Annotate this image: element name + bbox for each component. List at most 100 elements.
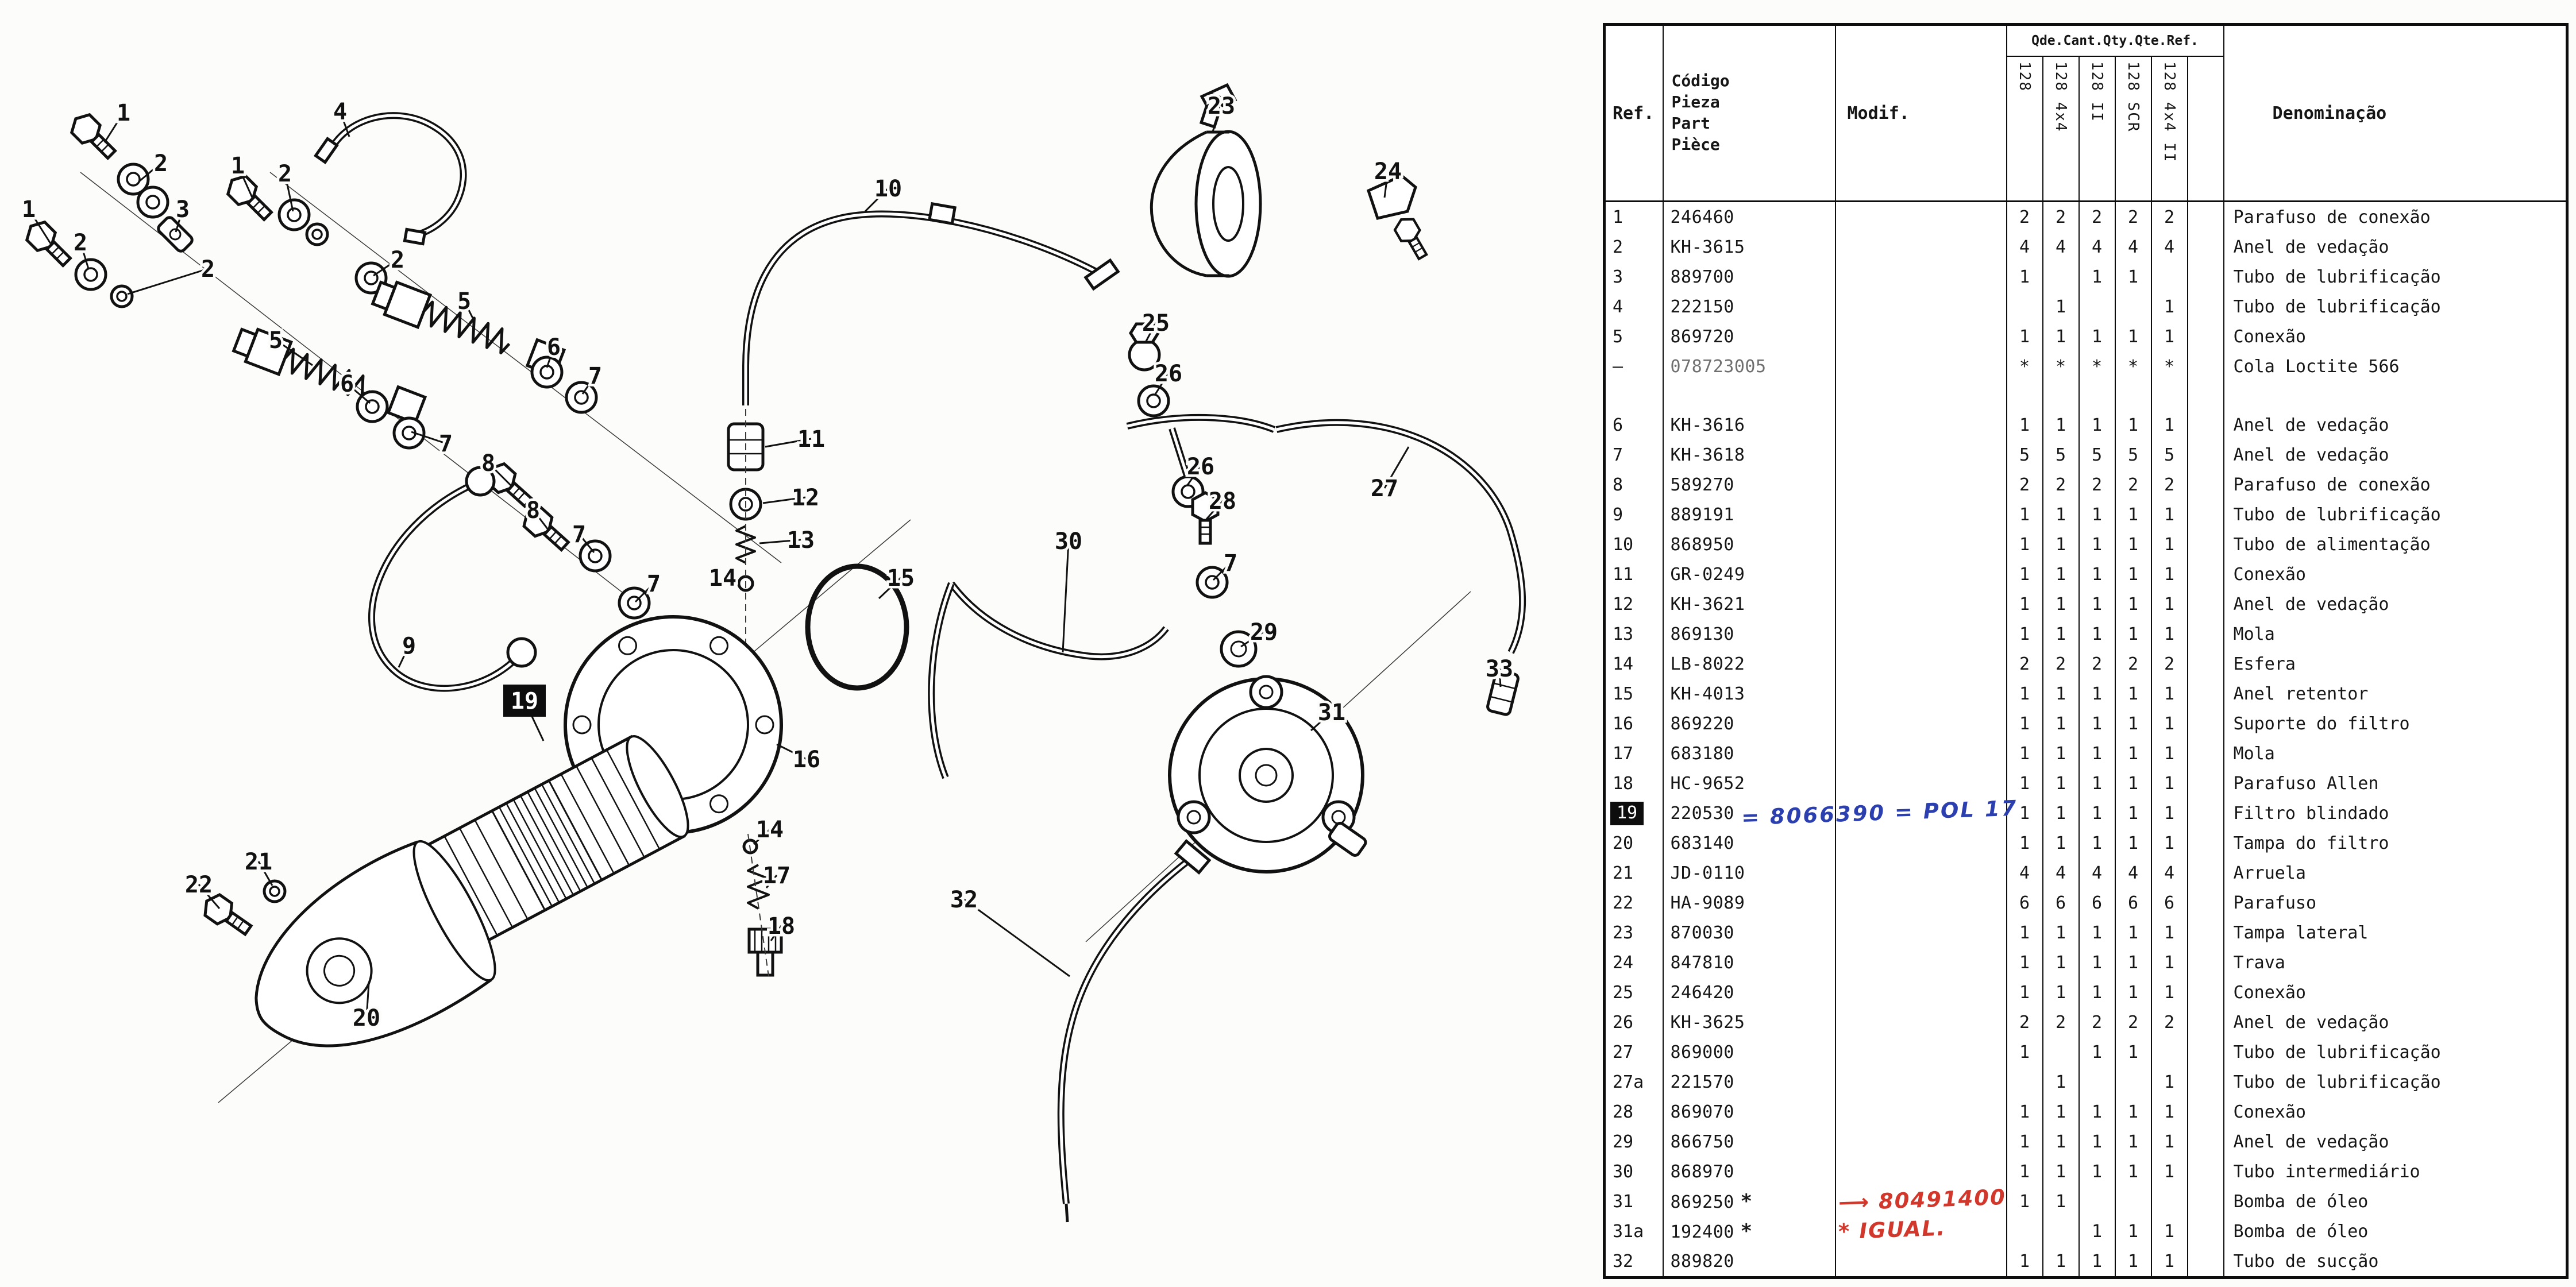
callout-number: 7: [439, 431, 453, 457]
qty-cell: 2: [2006, 649, 2043, 679]
qty-cell: 1: [2115, 322, 2152, 351]
ref-cell: 24: [1604, 948, 1664, 977]
callout-number: 22: [185, 872, 213, 898]
qty-cell: 1: [2078, 918, 2116, 948]
modif-cell: [1835, 1246, 2007, 1278]
ref-cell: 25: [1604, 977, 1664, 1007]
qty-cell: 1: [2078, 1097, 2116, 1127]
callout-number: 7: [647, 571, 661, 597]
qty-cell: 2: [2078, 1007, 2116, 1037]
col-header-codigo-line: Código: [1671, 71, 1730, 91]
qty-cell: [2187, 918, 2224, 948]
part-code: KH-3621: [1670, 594, 1745, 614]
part-code-cell: KH-3615: [1663, 232, 1836, 262]
qty-cell: [2187, 530, 2224, 559]
modif-cell: [1835, 768, 2007, 798]
denomination-cell: Bomba de óleo: [2223, 1216, 2568, 1246]
qty-cell: 1: [2006, 948, 2043, 977]
parts-list: Ref. Código Pieza Part Pièce Modif. Qde.…: [1603, 23, 2569, 1279]
callout-leader-line: [864, 187, 889, 212]
denomination-cell: Anel de vedação: [2223, 1127, 2568, 1157]
modif-cell: [1835, 858, 2007, 888]
part-code-cell: 222150: [1663, 292, 1836, 322]
ref-cell: 10: [1604, 530, 1664, 559]
qty-cell: 1: [2078, 1216, 2116, 1246]
denomination-cell: Anel de vedação: [2223, 440, 2568, 470]
ref-cell: 32: [1604, 1246, 1664, 1278]
qty-cell: 1: [2115, 500, 2152, 530]
qty-cell: [2187, 440, 2224, 470]
qty-cell: 1: [2078, 828, 2116, 858]
qty-cell: 1: [2042, 948, 2080, 977]
part-code-cell: 866750: [1663, 1127, 1836, 1157]
callout-leader-line: [346, 382, 371, 404]
spacer-row: [1604, 381, 2568, 410]
callout-number: 2: [278, 161, 292, 187]
part-code: 078723005: [1670, 356, 1767, 377]
qty-cell: 1: [2006, 709, 2043, 739]
col-header-model-empty: [2187, 56, 2224, 202]
part-code-cell: 220530: [1663, 798, 1836, 828]
qty-cell: 4: [2115, 858, 2152, 888]
handwritten-note: ⟶ 80491400: [1837, 1184, 2007, 1216]
ref-cell: 8: [1604, 470, 1664, 500]
col-header-model-128-4x4: 128 4x4: [2042, 56, 2080, 202]
callout-number: 19: [511, 688, 538, 714]
callout-leader-line: [257, 861, 273, 886]
modif-cell: [1835, 1067, 2007, 1097]
part-code: 869130: [1670, 624, 1734, 644]
part-code: HC-9652: [1670, 773, 1745, 794]
callout-number: 6: [547, 334, 561, 361]
qty-cell: [2187, 1067, 2224, 1097]
denomination-cell: Anel de vedação: [2223, 232, 2568, 262]
modif-cell: [1835, 500, 2007, 530]
qty-cell: [2187, 1216, 2224, 1246]
qty-cell: 1: [2151, 559, 2188, 589]
denomination-cell: [2223, 381, 2568, 410]
modif-cell: ⟶ 80491400: [1835, 1184, 2007, 1216]
qty-cell: 1: [2078, 1127, 2116, 1157]
qty-cell: 1: [2151, 977, 2188, 1007]
qty-cell: [2187, 888, 2224, 918]
qty-cell: 1: [2151, 798, 2188, 828]
callout-leader-line: [1498, 668, 1502, 687]
handwritten-note: * IGUAL.: [1837, 1215, 1946, 1245]
qty-cell: 1: [2042, 410, 2080, 440]
callout-number: 15: [887, 565, 915, 592]
qty-cell: [2187, 1157, 2224, 1186]
part-code: HA-9089: [1670, 892, 1745, 913]
callout-number: 5: [457, 288, 471, 315]
part-code: 869220: [1670, 713, 1734, 734]
part-code: JD-0110: [1670, 863, 1745, 883]
qty-cell: [2187, 500, 2224, 530]
qty-cell: 1: [2151, 530, 2188, 559]
part-code: 869000: [1670, 1042, 1734, 1062]
modif-cell: [1835, 201, 2007, 232]
qty-cell: [2187, 739, 2224, 768]
modif-cell: [1835, 232, 2007, 262]
qty-cell: [2006, 292, 2043, 322]
modif-cell: [1835, 888, 2007, 918]
parts-table: Ref. Código Pieza Part Pièce Modif. Qde.…: [1603, 23, 2569, 1279]
callout-leader-line: [765, 438, 812, 448]
col-header-model-128-ii: 128 II: [2078, 56, 2116, 202]
qty-cell: 1: [2042, 828, 2080, 858]
callout-leader-line: [1240, 631, 1264, 648]
qty-cell: 1: [2115, 1127, 2152, 1157]
col-header-model-128: 128: [2006, 56, 2043, 202]
ref-cell: 12: [1604, 589, 1664, 619]
qty-cell: [2078, 292, 2116, 322]
qty-cell: [2187, 1037, 2224, 1067]
callout-number: 2: [201, 256, 215, 283]
callout-number: 12: [792, 485, 819, 511]
qty-cell: 1: [2006, 977, 2043, 1007]
denomination-cell: Tubo de alimentação: [2223, 530, 2568, 559]
callout-leader-line: [770, 925, 782, 941]
